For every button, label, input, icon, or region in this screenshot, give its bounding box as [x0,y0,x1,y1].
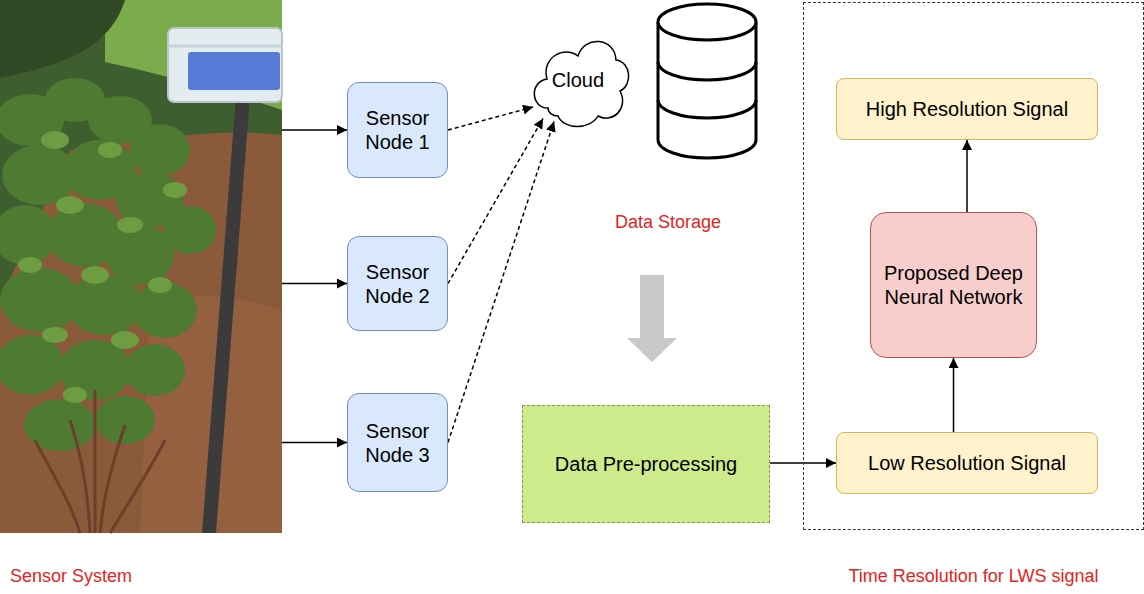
node-label: Sensor Node 2 [354,260,441,308]
node-label: Sensor Node 1 [354,106,441,154]
sensor-node-box: Sensor Node 1 [347,82,448,178]
storage-caption: Data Storage [606,212,730,234]
flow-arrow [282,283,347,285]
sensor-node-box: Sensor Node 2 [347,236,448,331]
node-label: Cloud [552,68,604,92]
node-label: High Resolution Signal [866,97,1068,121]
process-box: Data Pre-processing [522,405,770,523]
sensor-photo: Sensor System [0,0,282,533]
garden-photo [0,0,282,533]
flow-arrow [282,442,347,444]
upload-arrow [448,118,543,283]
node-label: Data Pre-processing [555,452,737,476]
network-box: Proposed Deep Neural Network [870,212,1037,358]
flow-arrow [966,140,968,212]
upload-arrow [448,107,533,130]
cloud-shape: Cloud [528,28,628,132]
node-label: Sensor Node 3 [354,419,441,467]
flow-arrow [282,129,347,131]
flow-block-arrow [627,275,677,362]
cloud-path [534,41,628,126]
database-symbol [658,4,756,158]
signal-box: High Resolution Signal [836,78,1098,140]
sensor-node-box: Sensor Node 3 [347,393,448,492]
node-label: Proposed Deep Neural Network [877,261,1030,309]
section-caption: Sensor System [0,566,142,588]
flow-arrow [953,358,955,432]
node-label: Low Resolution Signal [868,451,1066,475]
upload-arrow [448,122,554,443]
signal-box: Low Resolution Signal [836,432,1098,494]
group-region: High Resolution SignalProposed Deep Neur… [803,2,1144,530]
section-caption: Time Resolution for LWS signal [804,566,1143,588]
